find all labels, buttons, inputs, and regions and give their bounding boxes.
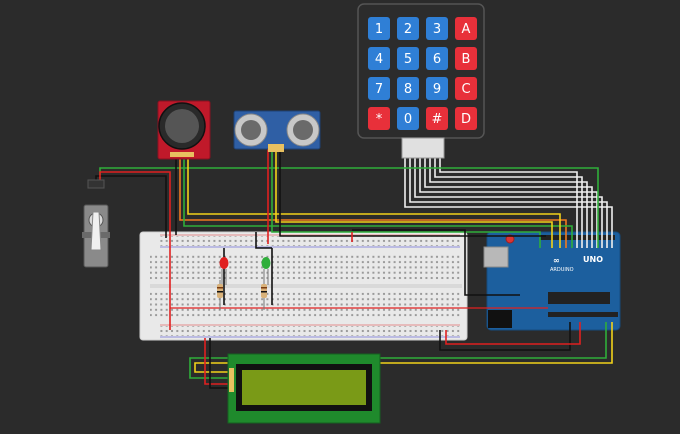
keypad[interactable]: 1 2 3 A 4 5 6 B 7 8 9 C * 0 # D [357,3,485,159]
keypad-key-label: 9 [433,82,441,97]
servo-connector [87,179,105,189]
red-led[interactable] [219,257,229,285]
keypad-key-b[interactable]: B [455,47,477,70]
breadboard[interactable] [139,231,468,341]
resistor-red-led[interactable] [217,280,223,310]
keypad-key-label: * [376,112,383,127]
keypad-key-a[interactable]: A [455,17,477,40]
keypad-key-3[interactable]: 3 [426,17,448,40]
lcd-pins [229,368,234,392]
keypad-key-d[interactable]: D [455,107,477,130]
resistor-green-led[interactable] [261,280,267,310]
microcontroller-chip [548,292,610,304]
keypad-key-star[interactable]: * [368,107,390,130]
keypad-key-4[interactable]: 4 [368,47,390,70]
keypad-key-6[interactable]: 6 [426,47,448,70]
keypad-key-label: 4 [375,52,383,67]
keypad-key-label: D [461,112,471,127]
arduino-logo: ∞ [553,256,560,265]
keypad-key-label: 7 [375,82,383,97]
ultrasonic-pins [268,144,284,152]
keypad-key-label: 0 [404,112,412,127]
keypad-key-5[interactable]: 5 [397,47,419,70]
keypad-key-label: 1 [375,22,383,37]
keypad-key-7[interactable]: 7 [368,77,390,100]
servo-horn [90,211,102,251]
keypad-key-label: C [461,82,470,97]
keypad-key-label: # [432,112,443,127]
keypad-key-label: A [462,22,471,37]
keypad-key-2[interactable]: 2 [397,17,419,40]
joystick-pins [170,152,194,157]
keypad-key-label: 5 [404,52,412,67]
keypad-key-hash[interactable]: # [426,107,448,130]
keypad-key-c[interactable]: C [455,77,477,100]
usb-port [483,246,509,268]
analog-header [548,312,618,317]
reset-button[interactable] [505,234,515,244]
keypad-key-label: 3 [433,22,441,37]
keypad-key-label: 2 [404,22,412,37]
keypad-connector [401,137,445,159]
arduino-brand: ARDUINO [550,267,574,273]
keypad-key-label: 8 [404,82,412,97]
lcd-screen [242,370,366,405]
keypad-key-label: 6 [433,52,441,67]
power-jack [488,310,512,328]
arduino-uno-board[interactable]: ∞ ARDUINO UNO [483,231,621,331]
keypad-key-9[interactable]: 9 [426,77,448,100]
joystick-icon[interactable] [157,100,211,160]
keypad-key-0[interactable]: 0 [397,107,419,130]
keypad-key-8[interactable]: 8 [397,77,419,100]
servo-icon[interactable] [82,179,110,268]
keypad-key-1[interactable]: 1 [368,17,390,40]
keypad-key-label: B [462,52,471,67]
lcd-display[interactable] [227,353,381,424]
wires[interactable] [95,148,613,389]
arduino-model: UNO [583,255,603,264]
ultrasonic-sensor-icon[interactable] [233,110,321,152]
